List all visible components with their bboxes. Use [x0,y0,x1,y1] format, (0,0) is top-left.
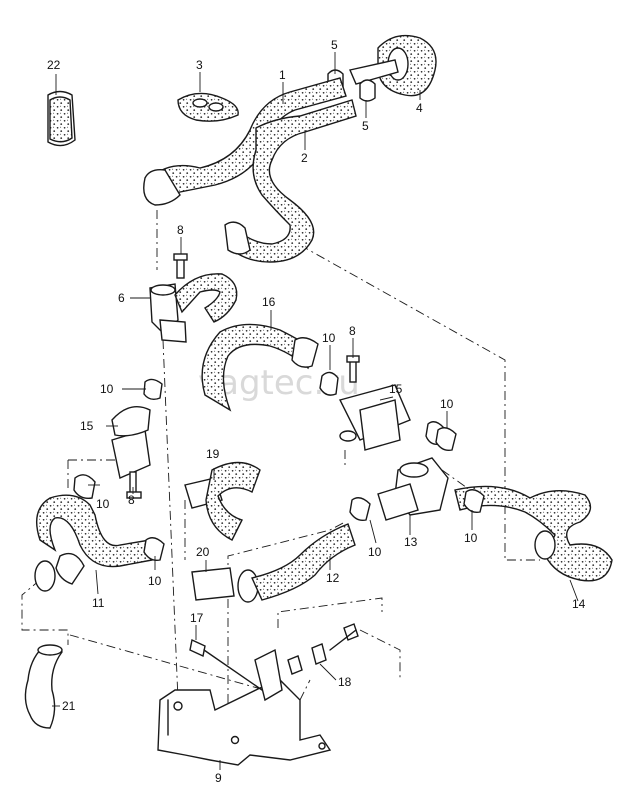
callout-10-left-top: 10 [100,382,114,396]
callout-8-left: 8 [128,493,135,507]
part-18-fasteners [287,623,359,675]
callout-8-mid: 8 [349,324,356,338]
part-6-valve-assembly [149,253,238,343]
callout-17: 17 [190,611,204,625]
callout-2: 2 [301,151,308,165]
callout-labels: 22 3 1 5 5 4 2 8 6 16 10 8 10 15 10 15 1… [47,38,586,785]
callout-10-left-low: 10 [148,574,162,588]
callout-10-left-mid: 10 [96,497,110,511]
part-14-hose [454,485,613,582]
leader-lines [52,52,579,770]
callout-10-right-mid: 10 [464,531,478,545]
callout-10-right-top: 10 [440,397,454,411]
part-4-bulkhead-seal [349,34,437,97]
part-11-hose [34,474,165,592]
part-15-left-valve [111,378,163,499]
part-12-hose [251,523,356,601]
part-16-hose [201,323,319,412]
part-13-pump [377,457,449,521]
part-10-clamps [349,427,457,522]
callout-3: 3 [196,58,203,72]
part-1-2-upper-hoses [143,77,357,263]
callout-10-center: 10 [368,545,382,559]
callout-12: 12 [326,571,340,585]
callout-21: 21 [62,699,76,713]
callout-22: 22 [47,58,61,72]
callout-15-left: 15 [80,419,94,433]
callout-14: 14 [572,597,586,611]
callout-15-right: 15 [389,382,403,396]
part-9-bracket [157,648,332,766]
callout-5-top: 5 [331,38,338,52]
callout-4: 4 [416,101,423,115]
callout-8-top: 8 [177,223,184,237]
part-17-bolt [189,638,263,691]
part-3-grommet [177,92,239,122]
callout-11: 11 [92,596,105,610]
callout-9: 9 [215,771,222,785]
callout-1: 1 [279,68,286,82]
callout-20: 20 [196,545,210,559]
part-21-hose [24,644,63,729]
part-22-plug [47,90,76,147]
assembly-guide-lines [21,210,540,725]
callout-13: 13 [404,535,418,549]
callout-10-mid: 10 [322,331,336,345]
callout-18: 18 [338,675,352,689]
callout-5-bottom: 5 [362,119,369,133]
part-15-right-valve [319,355,445,451]
part-20-connector [191,567,259,603]
part-19-connector [184,461,261,541]
callout-16: 16 [262,295,276,309]
callout-19: 19 [206,447,220,461]
callout-6: 6 [118,291,125,305]
